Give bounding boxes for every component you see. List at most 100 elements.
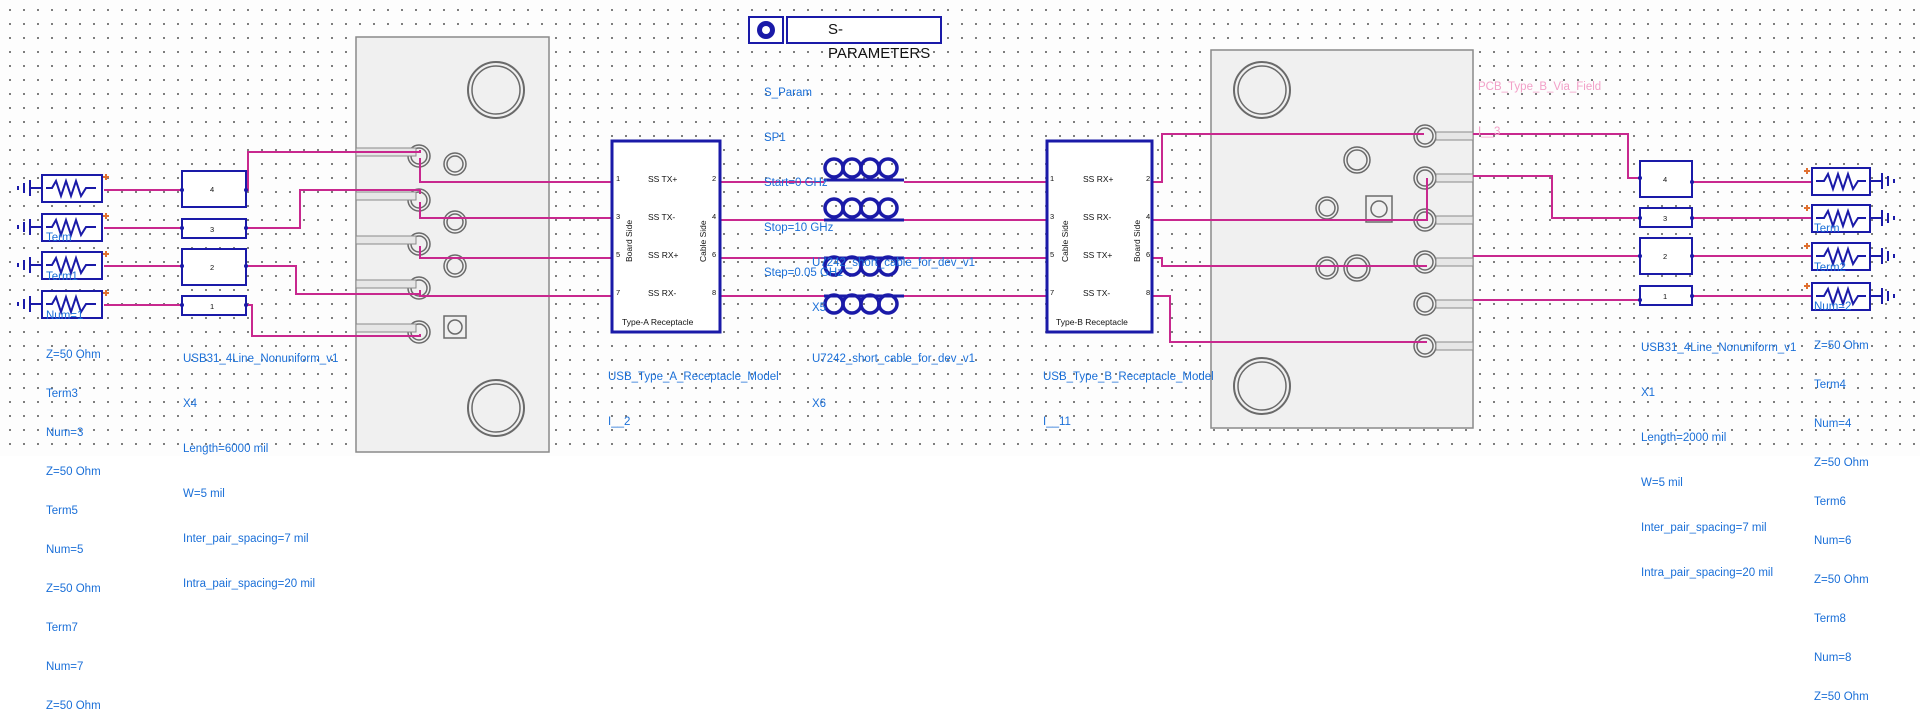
cable-name: U7242_short_cable_for_dev_v1 [812,257,976,269]
terminal-label: Term4 [1814,379,1846,391]
terminal-label: Num=4 [1814,418,1852,430]
line-right-param: Length=2000 mil [1641,432,1727,444]
terminal-label: Z=50 Ohm [46,466,101,478]
receptacle-a-pin: 7 [616,288,620,297]
left-footprint[interactable] [355,36,550,453]
receptacle-a-pin: 2 [712,174,716,183]
receptacle-b-pin: 6 [1146,250,1150,259]
line-left-pin-label: 4 [210,185,214,194]
line-right-pin-label: 1 [1663,292,1667,301]
wire-net[interactable] [104,133,1812,343]
terminal-label: Num=8 [1814,652,1852,664]
sparam-controller[interactable]: S-PARAMETERS [786,16,942,62]
terminal-label: Term7 [46,622,78,634]
line-model-left-pins: 4 3 2 1 [210,185,214,311]
receptacle-a-name: USB_Type_A_Receptacle_Model [608,371,779,383]
line-right-properties: USB31_4Line_Nonuniform_v1 X1 Length=2000… [1641,311,1796,596]
receptacle-a[interactable]: 1 3 5 7 2 4 6 8 SS TX+ SS TX- SS RX+ SS … [610,139,722,334]
receptacle-b-name: USB_Type_B_Receptacle_Model [1043,371,1214,383]
line-left-pin-label: 1 [210,302,214,311]
line-left-param: W=5 mil [183,488,225,500]
via-field-instance: I__3 [1478,126,1501,138]
terminal-label: Term [46,232,72,244]
terminal-label: Num=3 [46,427,84,439]
line-left-param: Intra_pair_spacing=20 mil [183,578,316,590]
line-left-name: USB31_4Line_Nonuniform_v1 [183,353,339,365]
receptacle-b-instance: I__11 [1043,416,1071,428]
receptacle-a-signal: SS TX+ [648,174,677,184]
via-field-name: PCB_Type_B_Via_Field [1478,81,1602,93]
cable-instance: X6 [812,398,827,410]
line-left-pin-label: 3 [210,225,214,234]
sparam-line: SP1 [764,132,786,144]
receptacle-a-signal: SS RX+ [648,250,679,260]
receptacle-a-caption: Type-A Receptacle [622,317,694,327]
terminal-label: Z=50 Ohm [1814,691,1869,703]
cable-name: U7242_short_cable_for_dev_v1 [812,353,976,365]
receptacle-b-pin: 8 [1146,288,1150,297]
sparam-line: Step=0.05 GHz [764,267,843,279]
terminal-label: Num=7 [46,661,84,673]
receptacle-b-side-left: Cable Side [1060,220,1070,262]
receptacle-b-pin: 1 [1050,174,1054,183]
sparam-line: S_Param [764,87,812,99]
sparam-properties: S_Param SP1 Start=0 GHz Stop=10 GHz Step… [764,56,843,296]
terminal-label: Num=5 [46,544,84,556]
line-right-instance: X1 [1641,387,1656,399]
line-right-param: Inter_pair_spacing=7 mil [1641,522,1767,534]
via-field-properties: PCB_Type_B_Via_Field I__3 [1478,50,1601,155]
receptacle-b-side-right: Board Side [1132,220,1142,262]
line-right-param: Intra_pair_spacing=20 mil [1641,567,1774,579]
receptacle-a-pin: 1 [616,174,620,183]
receptacle-a-pin: 8 [712,288,716,297]
sparam-controller-icon[interactable] [748,16,784,44]
terminal-label: Term [1814,223,1840,235]
receptacle-a-signal: SS TX- [648,212,675,222]
line-right-name: USB31_4Line_Nonuniform_v1 [1641,342,1797,354]
line-right-pin-label: 3 [1663,214,1667,223]
line-left-properties: USB31_4Line_Nonuniform_v1 X4 Length=6000… [183,322,338,607]
terminal-label: Z=50 Ohm [1814,340,1869,352]
receptacle-b-signal: SS TX+ [1083,250,1112,260]
terminal-plus-icon [103,174,109,296]
terminal-label: Term2 [1814,262,1846,274]
line-left-param: Length=6000 mil [183,443,269,455]
receptacle-a-pin: 4 [712,212,716,221]
sparam-title: S-PARAMETERS [828,21,931,62]
left-terminals[interactable] [17,174,109,319]
receptacle-b-signal: SS RX- [1083,212,1112,222]
receptacle-b-pin: 7 [1050,288,1054,297]
sparam-line: Stop=10 GHz [764,222,834,234]
line-right-pin-label: 4 [1663,175,1667,184]
receptacle-a-pin: 3 [616,212,620,221]
line-model-right[interactable] [1639,160,1693,306]
cable-bottom-properties: U7242_short_cable_for_dev_v1 X6 [812,322,975,427]
right-terminals[interactable] [1804,167,1895,311]
line-model-left[interactable] [181,170,247,316]
receptacle-b-pin: 2 [1146,174,1150,183]
receptacle-b-pin: 4 [1146,212,1150,221]
receptacle-a-side-right: Cable Side [698,220,708,262]
line-left-instance: X4 [183,398,198,410]
terminal-label: Num=6 [1814,535,1852,547]
terminal-label: Z=50 Ohm [1814,574,1869,586]
right-terminal-labels: Term Term2 Num=2 Z=50 Ohm Term4 Num=4 Z=… [1814,197,1869,717]
right-footprint[interactable] [1210,49,1474,429]
receptacle-b[interactable]: 1 3 5 7 2 4 6 8 SS RX+ SS RX- SS TX+ SS … [1045,139,1154,334]
receptacle-a-side-left: Board Side [624,220,634,262]
receptacle-b-caption: Type-B Receptacle [1056,317,1128,327]
junction-dots [180,176,1694,307]
receptacle-b-signal: SS RX+ [1083,174,1114,184]
terminal-label: Term3 [46,388,78,400]
receptacle-a-signal: SS RX- [648,288,677,298]
terminal-label: Term6 [1814,496,1846,508]
schematic-canvas[interactable] [0,0,1920,456]
terminal-plus-icon [1804,168,1810,289]
cable-model[interactable] [823,157,904,315]
receptacle-b-pin: 3 [1050,212,1054,221]
line-right-pin-label: 2 [1663,252,1667,261]
line-left-pin-label: 2 [210,263,214,272]
terminal-label: Z=50 Ohm [1814,457,1869,469]
line-left-param: Inter_pair_spacing=7 mil [183,533,309,545]
receptacle-b-pin: 5 [1050,250,1054,259]
